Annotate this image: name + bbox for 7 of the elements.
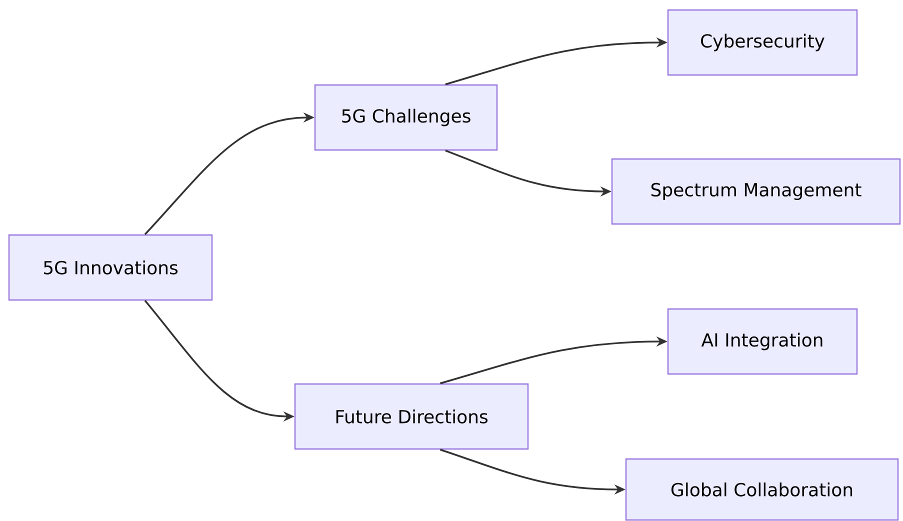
process-box: Spectrum Management (611, 158, 901, 225)
process-box: Global Collaboration (625, 458, 899, 521)
process-box: AI Integration (667, 308, 858, 375)
process-box: 5G Innovations (8, 234, 213, 301)
process-box: 5G Challenges (314, 84, 498, 151)
process-box: Cybersecurity (667, 9, 858, 76)
process-box: Future Directions (294, 383, 529, 450)
